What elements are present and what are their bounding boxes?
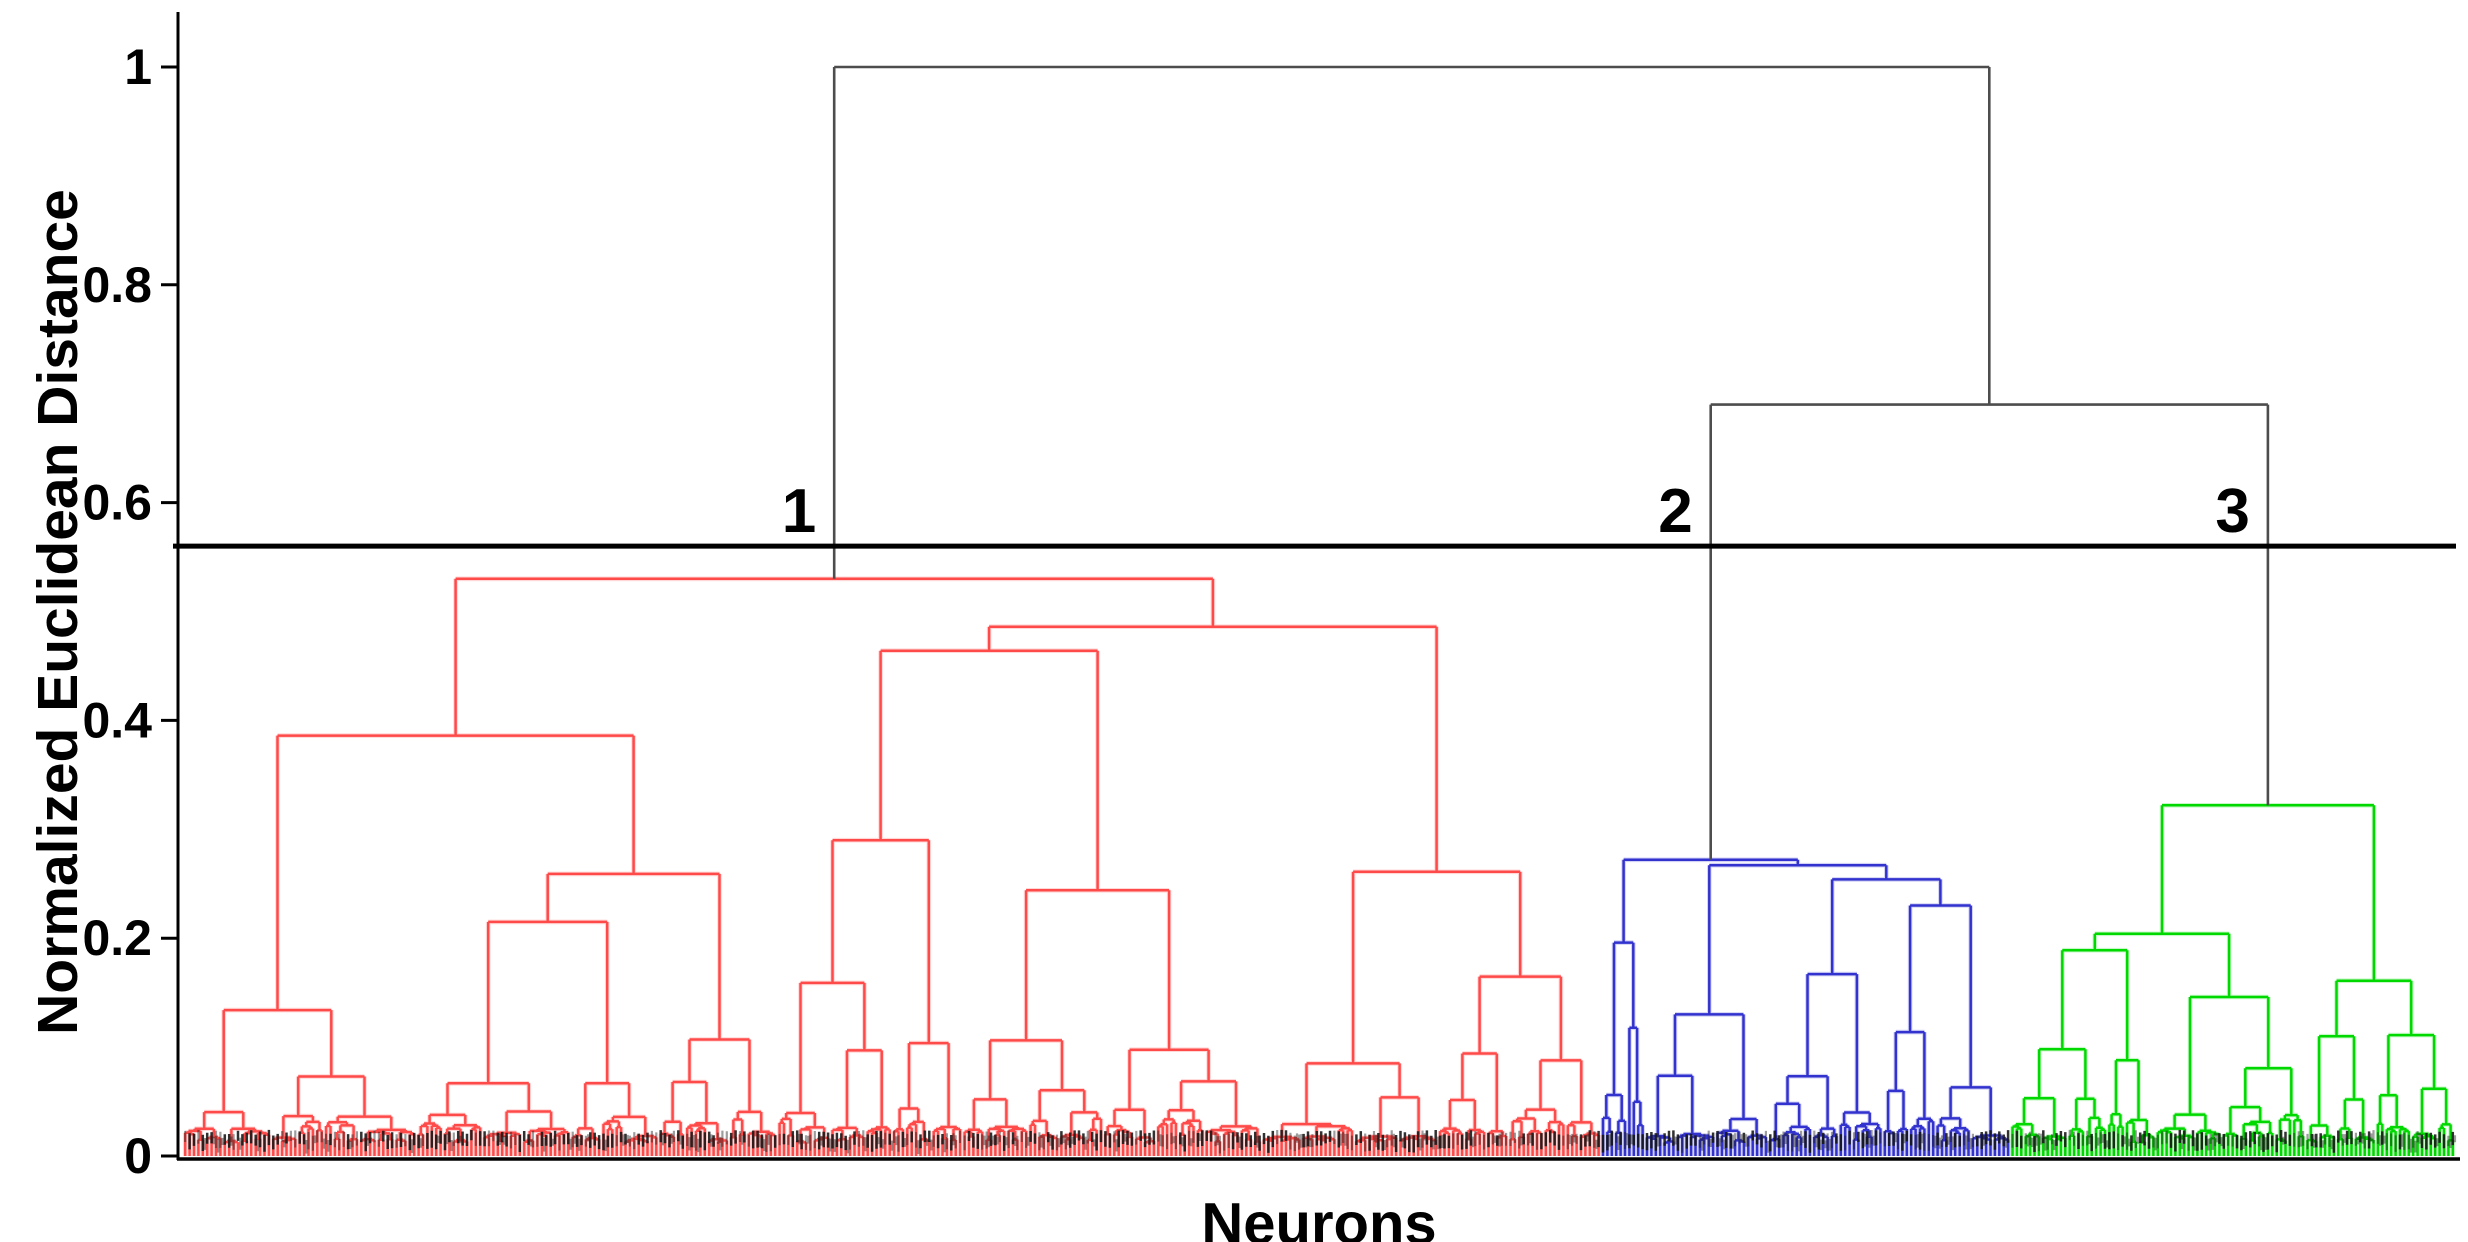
x-axis-title: Neurons [1201, 1191, 1437, 1242]
cluster-2-subtree-halo [1600, 857, 2011, 1156]
leaf-label-band-texture [184, 1129, 2457, 1154]
y-tick-label-0.8: 0.8 [82, 257, 152, 313]
y-tick-label-0.2: 0.2 [82, 910, 152, 966]
cluster-1-subtree [183, 577, 1600, 1156]
cluster-label-3: 3 [2215, 477, 2249, 546]
y-tick-label-0.4: 0.4 [82, 692, 152, 748]
cluster-label-2: 2 [1658, 477, 1692, 546]
cluster-1-subtree-halo [182, 576, 1601, 1156]
y-tick-label-0: 0 [124, 1128, 152, 1184]
cluster-3-subtree [2011, 804, 2455, 1156]
cluster-label-1: 1 [782, 477, 816, 546]
leaf-label-band [188, 1129, 2455, 1153]
y-tick-label-0.6: 0.6 [82, 475, 152, 531]
y-axis-title: Normalized Euclidean Distance [26, 189, 90, 1035]
upper-linkage-connectors [832, 65, 2270, 860]
y-tick-label-1: 1 [124, 39, 152, 95]
